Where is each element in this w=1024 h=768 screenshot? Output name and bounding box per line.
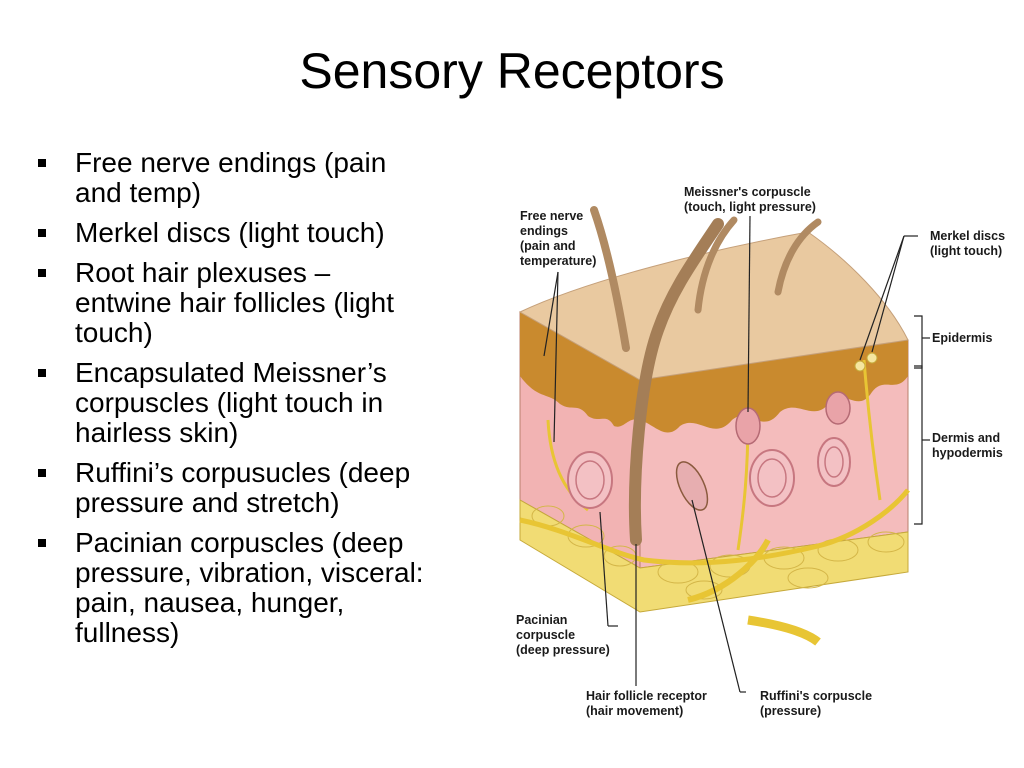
label-pacinian: Pacinian corpuscle (deep pressure) [516,613,610,657]
pacinian-corpuscle [567,451,613,509]
bullet-item: Pacinian corpuscles (deep pressure, vibr… [36,528,496,648]
bullet-line: Free nerve endings (pain [75,147,387,178]
bullet-line: entwine hair follicles (light [75,287,395,318]
label-free-nerve-endings: Free nerve endings (pain and temperature… [520,209,596,268]
bullet-line: Ruffini’s corpusucles (deep [75,457,411,488]
bullet-list: Free nerve endings (pain and temp) Merke… [36,148,496,658]
hair-shaft [774,218,822,296]
bullet-square-icon [38,229,46,237]
bullet-line: pressure, vibration, visceral: [75,557,424,588]
merkel-disc [854,360,866,372]
pacinian-corpuscle [749,449,795,507]
pacinian-corpuscle [824,446,844,478]
bullet-square-icon [38,369,46,377]
epidermis-right [640,340,908,433]
nerve-fiber [519,488,910,566]
label-meissner: Meissner's corpuscle (touch, light press… [684,185,816,214]
leader-lines [543,215,930,693]
bullet-line: Pacinian corpuscles (deep [75,527,404,558]
meissner-corpuscle [735,407,761,445]
nerve-fiber [747,615,821,646]
label-hair-follicle: Hair follicle receptor (hair movement) [586,689,710,718]
bullet-item: Free nerve endings (pain and temp) [36,148,496,208]
bullet-line: and temp) [75,177,202,208]
ruffini-corpuscle [675,461,709,511]
label-epidermis: Epidermis [932,331,992,345]
bullet-line: corpuscles (light touch in [75,387,384,418]
meissner-corpuscle [825,391,851,425]
nerve-fiber [687,538,771,603]
hair-shaft [694,216,738,314]
epidermis-left [520,312,640,427]
label-ruffini: Ruffini's corpuscle (pressure) [760,689,876,718]
label-dermis: Dermis and hypodermis [932,431,1004,460]
bullet-line: pain, nausea, hunger, [75,587,345,618]
bullet-line: Merkel discs (light touch) [75,217,385,248]
bullet-square-icon [38,159,46,167]
skin-diagram: Meissner's corpuscle (touch, light press… [516,185,1009,718]
bullet-line: Root hair plexuses – [75,257,331,288]
label-merkel-discs: Merkel discs (light touch) [930,229,1009,258]
bullet-item: Ruffini’s corpusucles (deep pressure and… [36,458,496,518]
merkel-disc [866,352,878,364]
bullet-line: hairless skin) [75,417,239,448]
bullet-item: Encapsulated Meissner’s corpuscles (ligh… [36,358,496,448]
bullet-line: pressure and stretch) [75,487,340,518]
bullet-item: Merkel discs (light touch) [36,218,496,248]
bullet-square-icon [38,269,46,277]
hair-shaft [590,206,630,352]
bullet-line: Encapsulated Meissner’s [75,357,387,388]
skin-surface [518,231,909,381]
nerve-fiber [862,359,882,501]
bullet-square-icon [38,539,46,547]
fat-layer [519,499,909,613]
slide-title: Sensory Receptors [299,43,725,99]
pacinian-corpuscle [817,437,851,487]
bullet-line: touch) [75,317,153,348]
bullet-square-icon [38,469,46,477]
main-hair-follicle [629,218,724,546]
pacinian-corpuscle [575,460,605,500]
bullet-line: fullness) [75,617,180,648]
bullet-item: Root hair plexuses – entwine hair follic… [36,258,496,348]
pacinian-corpuscle [757,458,787,498]
